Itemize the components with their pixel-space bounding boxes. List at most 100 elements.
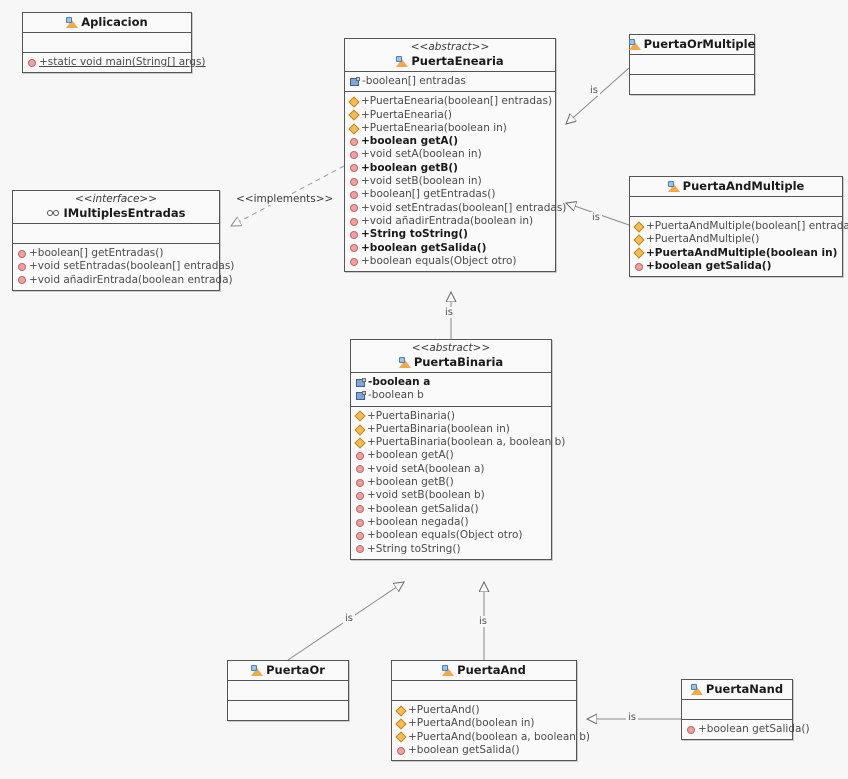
operation-row[interactable]: +boolean getA() xyxy=(355,449,548,462)
operation-row[interactable]: +boolean negada() xyxy=(355,516,548,529)
operation-row[interactable]: +boolean getSalida() xyxy=(686,723,810,736)
class-title: PuertaBinaria xyxy=(355,355,547,369)
constructor-icon xyxy=(354,423,366,436)
attribute-row[interactable]: -boolean a xyxy=(355,376,548,389)
operation-row[interactable]: +PuertaAnd(boolean in) xyxy=(395,717,573,730)
operation-row[interactable]: +PuertaAndMultiple(boolean in) xyxy=(633,246,839,260)
operation-row[interactable]: +PuertaAnd() xyxy=(395,704,573,717)
class-box-puertabinaria[interactable]: <<abstract>>PuertaBinaria-boolean a-bool… xyxy=(350,339,565,560)
operation-row[interactable]: +boolean getSalida() xyxy=(349,242,552,255)
operation-row[interactable]: +boolean getB() xyxy=(355,476,548,489)
attributes-section xyxy=(392,681,576,701)
method-icon xyxy=(18,276,26,285)
operation-label: +boolean[] getEntradas() xyxy=(361,188,496,201)
operation-row[interactable]: +PuertaBinaria() xyxy=(354,410,548,423)
method-icon xyxy=(350,177,358,186)
empty-attributes xyxy=(396,684,573,697)
operation-label: +boolean getB() xyxy=(361,161,458,174)
operation-label: +PuertaEnearia(boolean in) xyxy=(361,121,507,134)
method-icon xyxy=(356,465,364,474)
operation-row[interactable]: +void setB(boolean b) xyxy=(355,489,548,502)
class-box-puertaenearia[interactable]: <<abstract>>PuertaEnearia -boolean[] entr… xyxy=(344,38,566,273)
operation-row[interactable]: +PuertaBinaria(boolean a, boolean b) xyxy=(354,436,565,449)
class-box-puertaor[interactable]: PuertaOr xyxy=(227,660,349,721)
operation-row[interactable]: +PuertaAnd(boolean a, boolean b) xyxy=(395,731,590,744)
class-header: <<abstract>>PuertaEnearia xyxy=(345,39,555,72)
operation-row[interactable]: +PuertaBinaria(boolean in) xyxy=(354,423,548,436)
operation-row[interactable]: +String toString() xyxy=(355,543,548,556)
operation-row[interactable]: +boolean getA() xyxy=(349,135,552,148)
operation-label: +boolean getSalida() xyxy=(646,259,772,272)
operation-label: +PuertaAndMultiple(boolean in) xyxy=(646,246,838,259)
constructor-icon xyxy=(395,704,407,717)
operation-row[interactable]: +boolean equals(Object otro) xyxy=(355,529,548,542)
operation-row[interactable]: +static void main(String[] args) xyxy=(27,56,206,69)
class-box-puertaormultiple[interactable]: PuertaOrMultiple xyxy=(628,34,756,95)
operation-row[interactable]: +String toString() xyxy=(349,228,552,241)
class-header: PuertaOr xyxy=(228,661,348,681)
field-icon xyxy=(356,377,366,387)
class-stereotype: <<abstract>> xyxy=(410,41,490,53)
attribute-row[interactable]: -boolean b xyxy=(355,389,548,402)
attributes-section xyxy=(630,55,754,75)
class-box-puertaand[interactable]: PuertaAnd+PuertaAnd()+PuertaAnd(boolean … xyxy=(391,660,590,762)
operation-label: +PuertaEnearia() xyxy=(361,108,452,121)
attributes-section xyxy=(630,197,842,217)
operation-label: +boolean equals(Object otro) xyxy=(367,529,523,542)
operation-row[interactable]: +void setEntradas(boolean[] entradas) xyxy=(17,260,234,273)
operation-row[interactable]: +void setA(boolean a) xyxy=(355,463,548,476)
operation-label: +PuertaEnearia(boolean[] entradas) xyxy=(361,95,553,108)
operation-row[interactable]: +boolean getSalida() xyxy=(634,260,839,273)
class-box-aplicacion[interactable]: Aplicacion+static void main(String[] arg… xyxy=(22,12,206,74)
operation-row[interactable]: +boolean[] getEntradas() xyxy=(349,188,552,201)
class-box-puertaandmultiple[interactable]: PuertaAndMultiple+PuertaAndMultiple(bool… xyxy=(629,176,848,278)
method-icon xyxy=(18,262,26,271)
class-name: PuertaOrMultiple xyxy=(643,37,756,51)
operation-label: +void setEntradas(boolean[] entradas) xyxy=(29,260,235,273)
connector-puertaormultiple-to-puertaenearia xyxy=(566,67,630,124)
operation-row[interactable]: +PuertaEnearia(boolean in) xyxy=(348,121,552,135)
class-icon xyxy=(442,664,455,676)
operation-row[interactable]: +void añadirEntrada(boolean entrada) xyxy=(17,274,233,287)
operation-row[interactable]: +PuertaEnearia() xyxy=(348,108,552,122)
constructor-icon xyxy=(354,437,366,449)
operations-section xyxy=(228,701,348,720)
operation-row[interactable]: +boolean getSalida() xyxy=(355,503,548,516)
operations-section: +PuertaEnearia(boolean[] entradas)+Puert… xyxy=(345,92,566,271)
class-icon xyxy=(628,38,641,50)
connector-label-c6: is xyxy=(477,616,489,627)
operation-row[interactable]: +void añadirEntrada(boolean in) xyxy=(349,215,552,228)
connector-label-c4: is xyxy=(443,307,455,318)
method-icon xyxy=(350,257,358,266)
class-name: PuertaEnearia xyxy=(411,54,504,68)
method-icon xyxy=(356,492,364,501)
operation-row[interactable]: +boolean equals(Object otro) xyxy=(349,255,552,268)
operation-label: +PuertaAndMultiple() xyxy=(646,233,760,246)
attributes-section xyxy=(228,681,348,701)
operation-label: +boolean[] getEntradas() xyxy=(29,247,164,259)
method-icon xyxy=(350,204,358,213)
operation-label: +String toString() xyxy=(367,542,461,555)
operation-row[interactable]: +void setB(boolean in) xyxy=(349,175,552,188)
operation-row[interactable]: +void setEntradas(boolean[] entradas) xyxy=(349,202,566,215)
operation-label: +boolean getSalida() xyxy=(408,743,520,756)
operation-row[interactable]: +PuertaEnearia(boolean[] entradas) xyxy=(348,95,553,108)
operation-row[interactable]: +boolean getSalida() xyxy=(396,744,573,757)
class-box-puertanand[interactable]: PuertaNand+boolean getSalida() xyxy=(681,679,810,741)
operation-label: +PuertaAnd() xyxy=(408,704,480,716)
operation-row[interactable]: +boolean[] getEntradas() xyxy=(17,247,216,260)
operation-row[interactable]: +void setA(boolean in) xyxy=(349,148,552,161)
operation-row[interactable]: +PuertaAndMultiple() xyxy=(633,233,839,246)
operation-label: +PuertaAnd(boolean a, boolean b) xyxy=(408,730,591,743)
operation-row[interactable]: +PuertaAndMultiple(boolean[] entradas) xyxy=(633,220,848,233)
operation-label: +void setB(boolean in) xyxy=(361,175,482,188)
operations-section: +boolean[] getEntradas()+void setEntrada… xyxy=(13,244,234,290)
attribute-row[interactable]: -boolean[] entradas xyxy=(349,75,552,88)
method-icon xyxy=(356,545,364,554)
class-box-imultiplesentradas[interactable]: <<interface>>IMultiplesEntradas+boolean[… xyxy=(12,190,234,291)
field-icon xyxy=(356,390,366,400)
operation-row[interactable]: +boolean getB() xyxy=(349,162,552,175)
connector-label-c2: is xyxy=(590,212,602,223)
method-icon xyxy=(356,505,364,514)
class-icon xyxy=(66,16,79,28)
